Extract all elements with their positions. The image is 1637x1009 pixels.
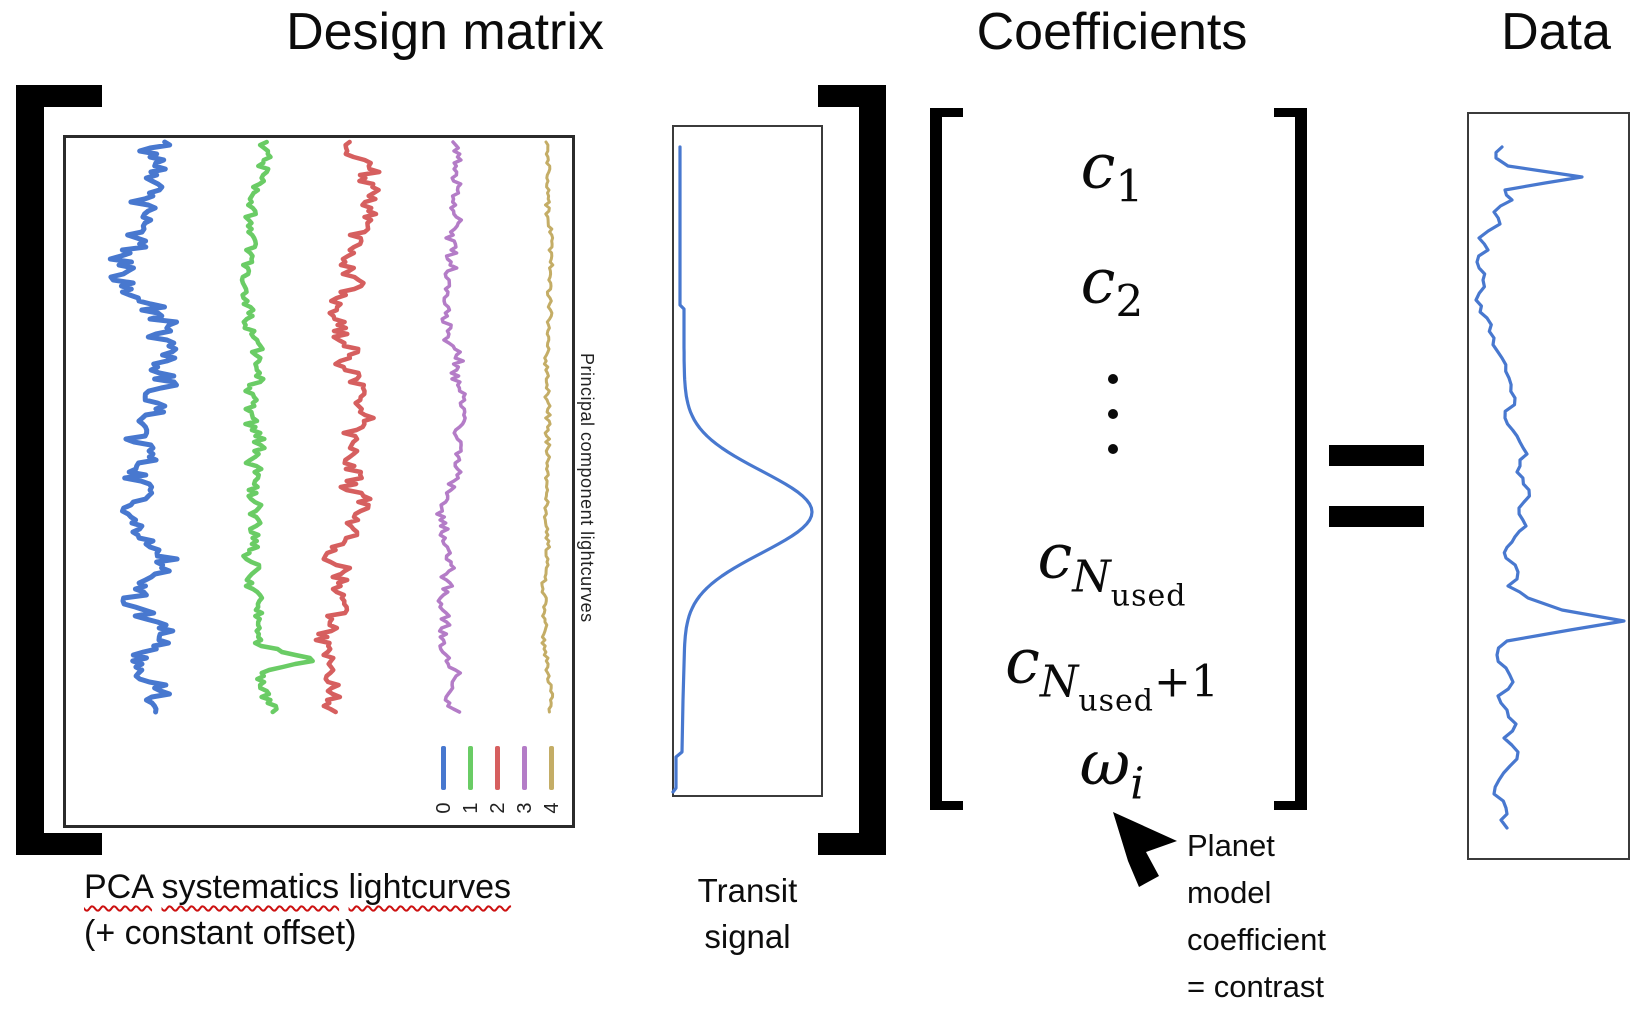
legend-line-sample	[495, 746, 500, 790]
legend-line-sample	[441, 746, 446, 790]
pca-lightcurves-plot	[63, 135, 575, 828]
principal-component-axis-label: Principal component lightcurves	[577, 353, 597, 623]
legend-line-sample	[549, 746, 554, 790]
legend-label: 3	[513, 802, 536, 814]
legend-label: 4	[540, 802, 563, 814]
transit-signal-plot	[672, 125, 823, 797]
matrix-close-bracket	[818, 85, 886, 855]
legend-line-sample	[522, 746, 527, 790]
vector-entry: c2	[1080, 244, 1144, 328]
vector-entry: cNused	[1037, 519, 1187, 614]
annotation-line2: model	[1187, 875, 1272, 910]
caption-word: systematics	[161, 868, 340, 906]
annotation-line4: = contrast	[1187, 969, 1324, 1004]
legend-label: 1	[459, 802, 482, 814]
legend-label: 0	[432, 802, 455, 814]
annotation-line1: Planet	[1187, 828, 1275, 863]
equals-sign-bottom-bar	[1329, 506, 1424, 527]
coefficients-title: Coefficients	[976, 3, 1248, 61]
annotation-line3: coefficient	[1187, 922, 1327, 957]
caption-word: PCA	[84, 868, 153, 906]
vertical-ellipsis-dot	[1108, 409, 1118, 419]
data-title: Data	[1501, 3, 1611, 61]
matrix-open-bracket	[16, 85, 102, 855]
vector-close-bracket	[1274, 108, 1307, 810]
cursor-arrow-icon	[1113, 812, 1177, 887]
vector-entry: ωi	[1079, 726, 1145, 810]
vertical-ellipsis-dot	[1108, 374, 1118, 384]
data-plot	[1467, 112, 1630, 860]
vertical-ellipsis-dot	[1108, 444, 1118, 454]
transit-label-line1: Transit	[697, 872, 798, 909]
legend-line-sample	[468, 746, 473, 790]
vector-open-bracket	[930, 108, 963, 810]
vector-entry: c1	[1080, 129, 1144, 213]
pca-caption-line2: (+ constant offset)	[84, 914, 357, 952]
vector-entry: cNused+1	[1005, 624, 1219, 719]
legend-label: 2	[486, 802, 509, 814]
design-matrix-title: Design matrix	[286, 3, 604, 61]
transit-label-line2: signal	[704, 918, 791, 955]
equals-sign-top-bar	[1329, 445, 1424, 466]
caption-word: lightcurves	[348, 868, 512, 906]
pca-caption-line1: PCA systematics lightcurves	[84, 864, 511, 910]
